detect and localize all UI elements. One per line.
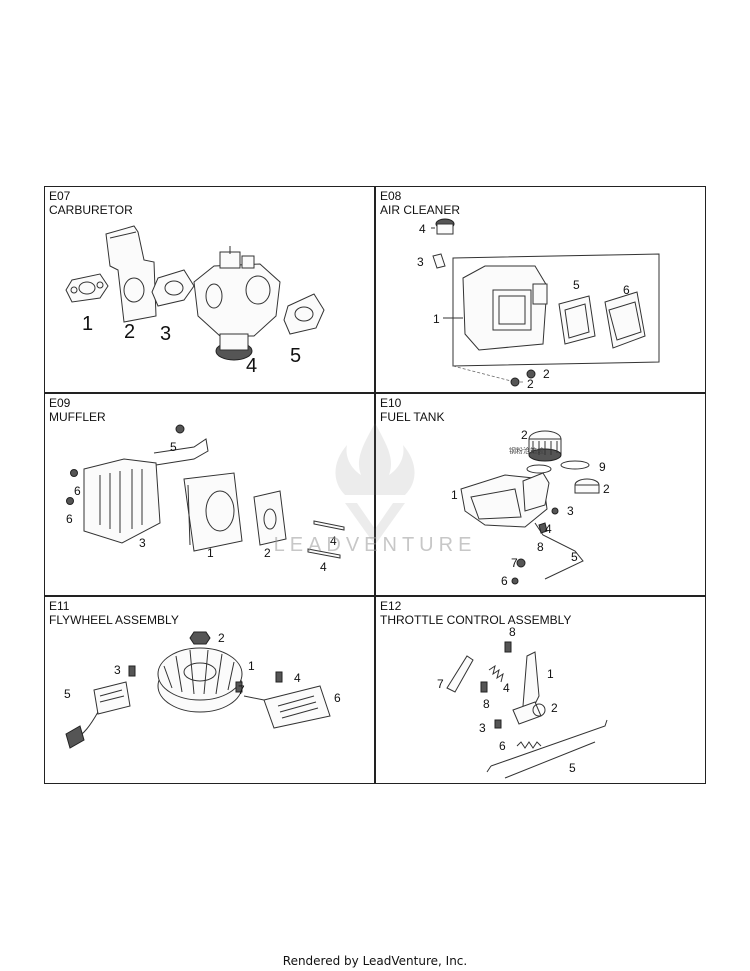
callout: 8 xyxy=(537,540,544,554)
fuel-tank-diagram: 钢粉沧箱盖 2 9 2 1 3 4 8 5 7 6 xyxy=(451,428,610,588)
flywheel-diagram: 2 1 3 4 5 7 6 xyxy=(64,631,341,749)
callout: 1 xyxy=(248,659,255,673)
callout: 5 xyxy=(170,440,177,454)
callout: 2 xyxy=(551,701,558,715)
gasket-part xyxy=(283,293,325,335)
callout: 8 xyxy=(509,625,516,639)
callout: 1 xyxy=(207,546,214,560)
watermark-text: LEADVENTURE xyxy=(273,534,477,556)
section-title: MUFFLER xyxy=(49,410,106,424)
callout: 4 xyxy=(545,522,552,536)
callout: 3 xyxy=(417,255,424,269)
section-code: E11 xyxy=(49,599,70,613)
callout: 7 xyxy=(437,677,444,691)
callout: 4 xyxy=(294,671,301,685)
callout: 6 xyxy=(501,574,508,588)
footer-credit: Rendered by LeadVenture, Inc. xyxy=(282,954,468,968)
throttle-control-diagram: 8 1 7 4 8 2 3 6 5 xyxy=(437,625,608,779)
callout: 6 xyxy=(334,691,341,705)
callout: 2 xyxy=(124,321,135,343)
gasket-part xyxy=(65,273,109,303)
callout: 4 xyxy=(503,681,510,695)
callout: 2 xyxy=(218,631,225,645)
callout: 6 xyxy=(74,484,81,498)
section-carburetor[interactable]: E07 CARBURETOR xyxy=(44,186,374,386)
fuel-cap-label: 钢粉沧箱盖 xyxy=(509,446,544,455)
callout: 6 xyxy=(623,283,630,297)
callout: 8 xyxy=(483,697,490,711)
callout: 2 xyxy=(527,377,534,391)
section-muffler[interactable]: E09 MUFFLER 5 6 6 3 1 2 4 4 xyxy=(44,393,374,593)
section-air-cleaner[interactable]: E08 AIR CLEANER xyxy=(375,186,705,391)
carburetor-diagram: 1 2 3 4 5 xyxy=(65,225,325,377)
callout: 5 xyxy=(64,687,71,701)
callout: 1 xyxy=(451,488,458,502)
carburetor-body xyxy=(193,246,281,361)
grid-divider-row2 xyxy=(44,595,706,597)
section-title: FUEL TANK xyxy=(380,410,445,424)
callout: 3 xyxy=(479,721,486,735)
section-title: CARBURETOR xyxy=(49,203,133,217)
grid-divider-row1 xyxy=(44,392,706,394)
callout: 2 xyxy=(543,367,550,381)
callout: 6 xyxy=(499,739,506,753)
grid-divider-vertical xyxy=(374,186,376,784)
callout: 6 xyxy=(66,512,73,526)
section-code: E07 xyxy=(49,189,71,203)
watermark-logo-icon xyxy=(335,423,415,545)
fuel-tank-body xyxy=(460,472,550,528)
section-title: FLYWHEEL ASSEMBLY xyxy=(49,613,179,627)
muffler-diagram: 5 6 6 3 1 2 4 4 xyxy=(66,424,345,574)
callout: 5 xyxy=(290,345,301,367)
callout: 4 xyxy=(330,534,337,548)
callout: 4 xyxy=(320,560,327,574)
section-code: E09 xyxy=(49,396,71,410)
callout: 2 xyxy=(603,482,610,496)
spacer-part xyxy=(105,225,157,323)
callout: 5 xyxy=(573,278,580,292)
callout: 1 xyxy=(433,312,440,326)
callout: 9 xyxy=(599,460,606,474)
callout: 2 xyxy=(264,546,271,560)
section-code: E10 xyxy=(380,396,402,410)
gasket-part xyxy=(151,269,195,307)
base-plate-part xyxy=(243,685,331,729)
callout: 5 xyxy=(571,550,578,564)
callout: 3 xyxy=(160,323,171,345)
fuel-cap-part xyxy=(528,430,562,462)
flywheel-part xyxy=(157,647,243,713)
section-throttle-control-assembly[interactable]: E12 THROTTLE CONTROL ASSEMBLY 8 1 7 4 8 … xyxy=(375,596,705,796)
section-code: E12 xyxy=(380,599,402,613)
muffler-body xyxy=(183,472,243,552)
callout: 1 xyxy=(547,667,554,681)
cover-part xyxy=(604,291,646,349)
callout: 7 xyxy=(238,683,245,697)
section-title: AIR CLEANER xyxy=(380,203,461,217)
callout: 5 xyxy=(569,761,576,775)
ignition-coil-part xyxy=(65,681,131,749)
callout: 2 xyxy=(521,428,528,442)
air-cleaner-diagram: 4 3 1 5 6 2 2 xyxy=(417,218,660,391)
callout: 3 xyxy=(114,663,121,677)
filter-element-part xyxy=(558,295,596,345)
vent-cap-part xyxy=(574,478,600,494)
callout: 4 xyxy=(246,355,257,377)
callout: 4 xyxy=(419,222,426,236)
section-fuel-tank[interactable]: E10 FUEL TANK 钢粉沧箱盖 2 xyxy=(375,393,705,593)
section-code: E08 xyxy=(380,189,402,203)
section-title: THROTTLE CONTROL ASSEMBLY xyxy=(380,613,572,627)
callout: 3 xyxy=(139,536,146,550)
knob-part xyxy=(435,218,455,235)
lever-part xyxy=(512,701,546,725)
heat-shield-part xyxy=(83,458,161,544)
callout: 3 xyxy=(567,504,574,518)
callout: 1 xyxy=(82,313,93,335)
callout: 7 xyxy=(511,556,518,570)
section-flywheel-assembly[interactable]: E11 FLYWHEEL ASSEMBLY 2 1 xyxy=(44,596,374,796)
housing-part xyxy=(462,265,548,351)
